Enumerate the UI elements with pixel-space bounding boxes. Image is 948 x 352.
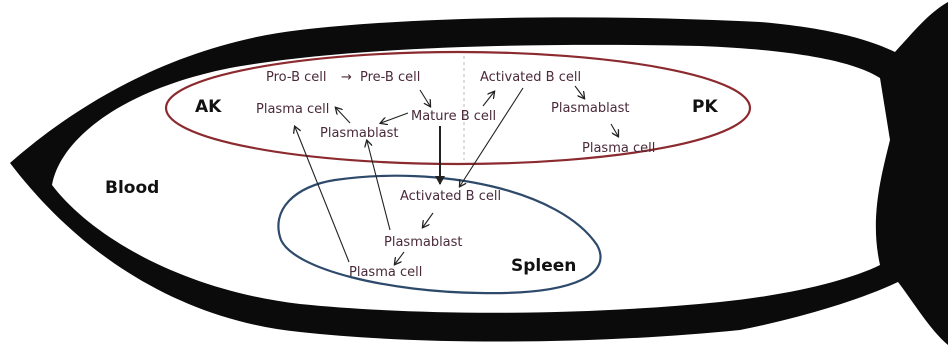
node-activated-b-cell-spleen: Activated B cell [400, 189, 501, 204]
node-arrow-glyph: → [341, 70, 352, 85]
node-plasmablast-spleen: Plasmablast [384, 235, 463, 250]
pk-label: PK [692, 97, 718, 117]
node-plasma-cell-ak: Plasma cell [256, 102, 329, 117]
node-plasma-cell-spleen: Plasma cell [349, 265, 422, 280]
fish-body-interior [52, 45, 890, 313]
ak-label: AK [195, 97, 222, 117]
node-plasmablast-ak: Plasmablast [320, 126, 399, 141]
node-pre-b-cell: Pre-B cell [360, 70, 420, 85]
node-plasma-cell-pk: Plasma cell [582, 141, 655, 156]
node-pro-b-cell: Pro-B cell [266, 70, 327, 85]
node-plasmablast-pk: Plasmablast [551, 101, 630, 116]
node-mature-b-cell: Mature B cell [411, 109, 496, 124]
spleen-label: Spleen [511, 256, 576, 276]
blood-label: Blood [105, 178, 159, 198]
node-activated-b-cell-pk: Activated B cell [480, 70, 581, 85]
